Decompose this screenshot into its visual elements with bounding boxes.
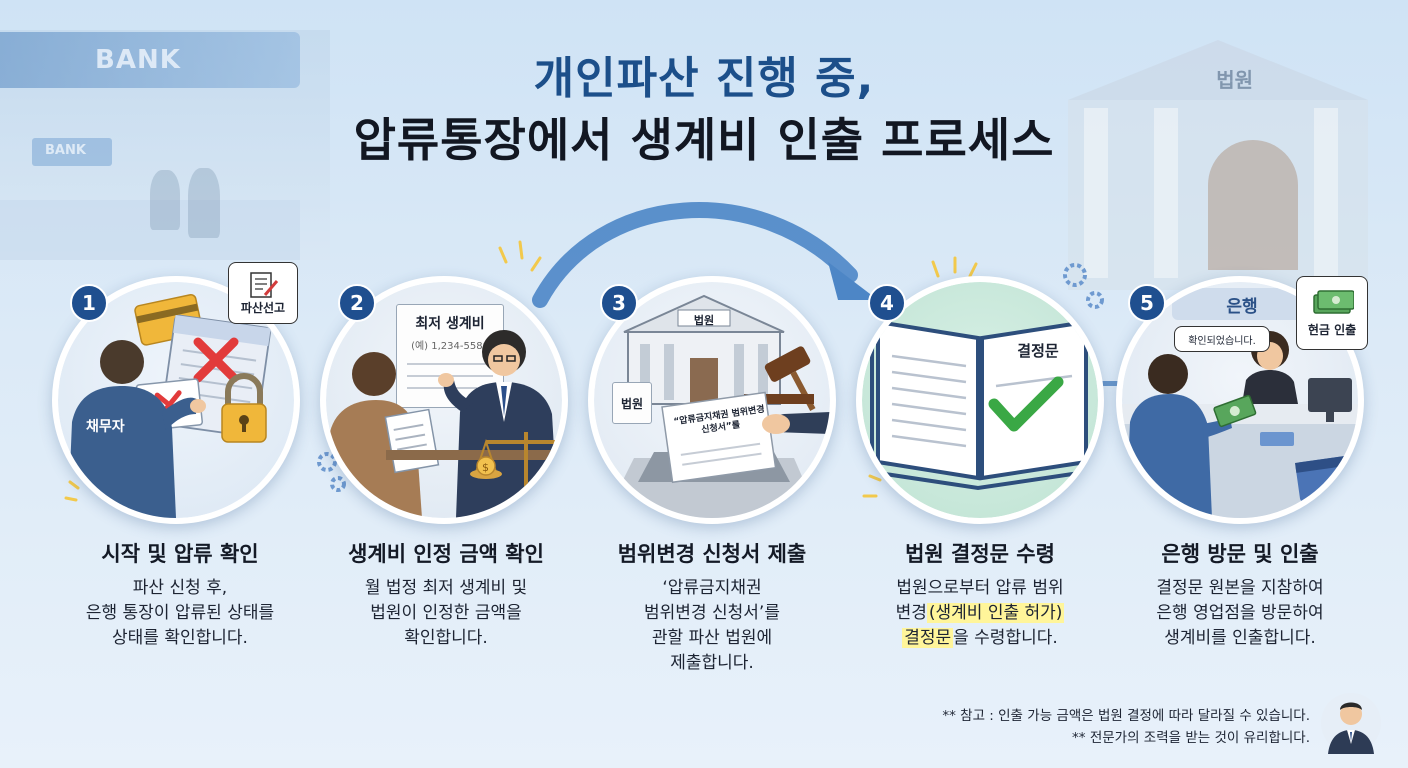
step-number-badge: 2 — [338, 284, 376, 322]
hand-icon — [762, 412, 830, 434]
cash-icon — [1313, 289, 1354, 314]
svg-text:$: $ — [482, 461, 489, 474]
desc-line: 범위변경 신청서’를 — [644, 603, 780, 623]
document-pen-icon — [250, 271, 279, 298]
court-building-icon — [623, 294, 785, 405]
sign-title: 최저 생계비 — [415, 316, 485, 332]
step-5-illustration: 은행 확인되었습니다. — [1116, 276, 1364, 524]
monitor-icon — [1308, 378, 1352, 422]
step-1-title: 시작 및 압류 확인 — [101, 542, 259, 566]
desc-text: 변경 — [895, 603, 927, 623]
court-sign-label: 법원 — [620, 396, 644, 411]
bank-counter-bg — [0, 200, 300, 260]
desc-line: 법원으로부터 압류 범위 — [896, 578, 1064, 598]
card-icon — [1260, 432, 1294, 446]
desc-line: 관할 파산 법원에 — [651, 628, 773, 648]
cash-icon — [1213, 394, 1257, 428]
desc-line: 제출합니다. — [670, 653, 754, 673]
debtor-person-icon — [68, 340, 206, 518]
page-title-line2: 압류통장에서 생계비 인출 프로세스 — [353, 113, 1055, 167]
application-form-icon — [661, 391, 777, 484]
customer-person-icon — [1126, 354, 1232, 518]
step-2-title: 생계비 인정 금액 확인 — [348, 542, 544, 566]
advisor-person-icon — [438, 330, 558, 518]
desc-line: 은행 통장이 압류된 상태를 — [85, 603, 275, 623]
court-sign: 법원 — [612, 382, 652, 424]
decision-doc-title: 결정문 — [1017, 342, 1059, 360]
debtor-label: 채무자 — [86, 419, 125, 435]
desc-line: 생계비를 인출합니다. — [1164, 628, 1316, 648]
desc-line: 법원이 인정한 금액을 — [370, 603, 522, 623]
step-3-title: 범위변경 신청서 제출 — [617, 542, 807, 566]
desc-line: 확인합니다. — [404, 628, 488, 648]
footnote-2: ** 전문가의 조력을 받는 것이 유리합니다. — [1072, 730, 1310, 746]
desc-line: ‘압류금지채권 — [662, 578, 762, 598]
footnote-1: ** 참고 : 인출 가능 금액은 법원 결정에 따라 달라질 수 있습니다. — [942, 708, 1310, 724]
sign-example: (예) 1,234-5580 — [411, 341, 489, 352]
desc-line: 결정문 원본을 지참하여 — [1156, 578, 1324, 598]
desk-icon — [386, 450, 562, 460]
background-person — [188, 168, 220, 238]
highlighted-text: (생계비 인출 허가) — [926, 603, 1065, 623]
step-number-badge: 3 — [600, 284, 638, 322]
teller-bubble-text: 확인되었습니다. — [1188, 335, 1256, 347]
desc-line: 월 법정 최저 생계비 및 — [364, 578, 528, 598]
desc-line: 은행 영업점을 방문하여 — [1156, 603, 1324, 623]
desc-line: 상태를 확인합니다. — [112, 628, 248, 648]
held-document-icon — [384, 408, 440, 474]
step-number-badge: 4 — [868, 284, 906, 322]
desc-line: 변경(생계비 인출 허가) — [840, 601, 1120, 626]
step-number-badge: 1 — [70, 284, 108, 322]
background-person — [150, 170, 180, 230]
check-icon — [988, 376, 1064, 432]
bankbook-icon — [1294, 454, 1358, 503]
padlock-icon — [221, 373, 267, 443]
court-building-label: 법원 — [693, 314, 715, 327]
step-number-badge: 5 — [1128, 284, 1166, 322]
step-4-title: 법원 결정문 수령 — [905, 542, 1055, 566]
coin-icon: $ — [476, 456, 496, 476]
cash-bubble-text: 현금 인출 — [1307, 322, 1357, 337]
step-5-description: 결정문 원본을 지참하여 은행 영업점을 방문하여 생계비를 인출합니다. — [1100, 576, 1380, 651]
cash-withdrawal-bubble: 현금 인출 — [1296, 276, 1368, 350]
x-mark-icon — [193, 337, 239, 383]
teller-speech-bubble: 확인되었습니다. — [1174, 326, 1270, 352]
step-2-description: 월 법정 최저 생계비 및 법원이 인정한 금액을 확인합니다. — [306, 576, 586, 651]
bank-sign: 은행 — [1172, 288, 1312, 320]
gavel-block-icon — [744, 394, 814, 404]
desc-line: 파산 신청 후, — [132, 578, 228, 598]
desc-text: 을 수령합니다. — [953, 628, 1058, 648]
step-5-title: 은행 방문 및 인출 — [1161, 542, 1319, 566]
advisor-avatar-icon — [1321, 693, 1381, 754]
step-1-description: 파산 신청 후, 은행 통장이 압류된 상태를 상태를 확인합니다. — [40, 576, 320, 651]
bank-sign-label: 은행 — [1226, 296, 1258, 317]
page-title-line1: 개인파산 진행 중, — [533, 53, 875, 104]
bubble-text: 파산선고 — [240, 300, 286, 315]
highlighted-text: 결정문 — [902, 628, 954, 648]
step-3-description: ‘압류금지채권 범위변경 신청서’를 관할 파산 법원에 제출합니다. — [572, 576, 852, 676]
bankruptcy-declaration-bubble: 파산선고 — [228, 262, 298, 324]
